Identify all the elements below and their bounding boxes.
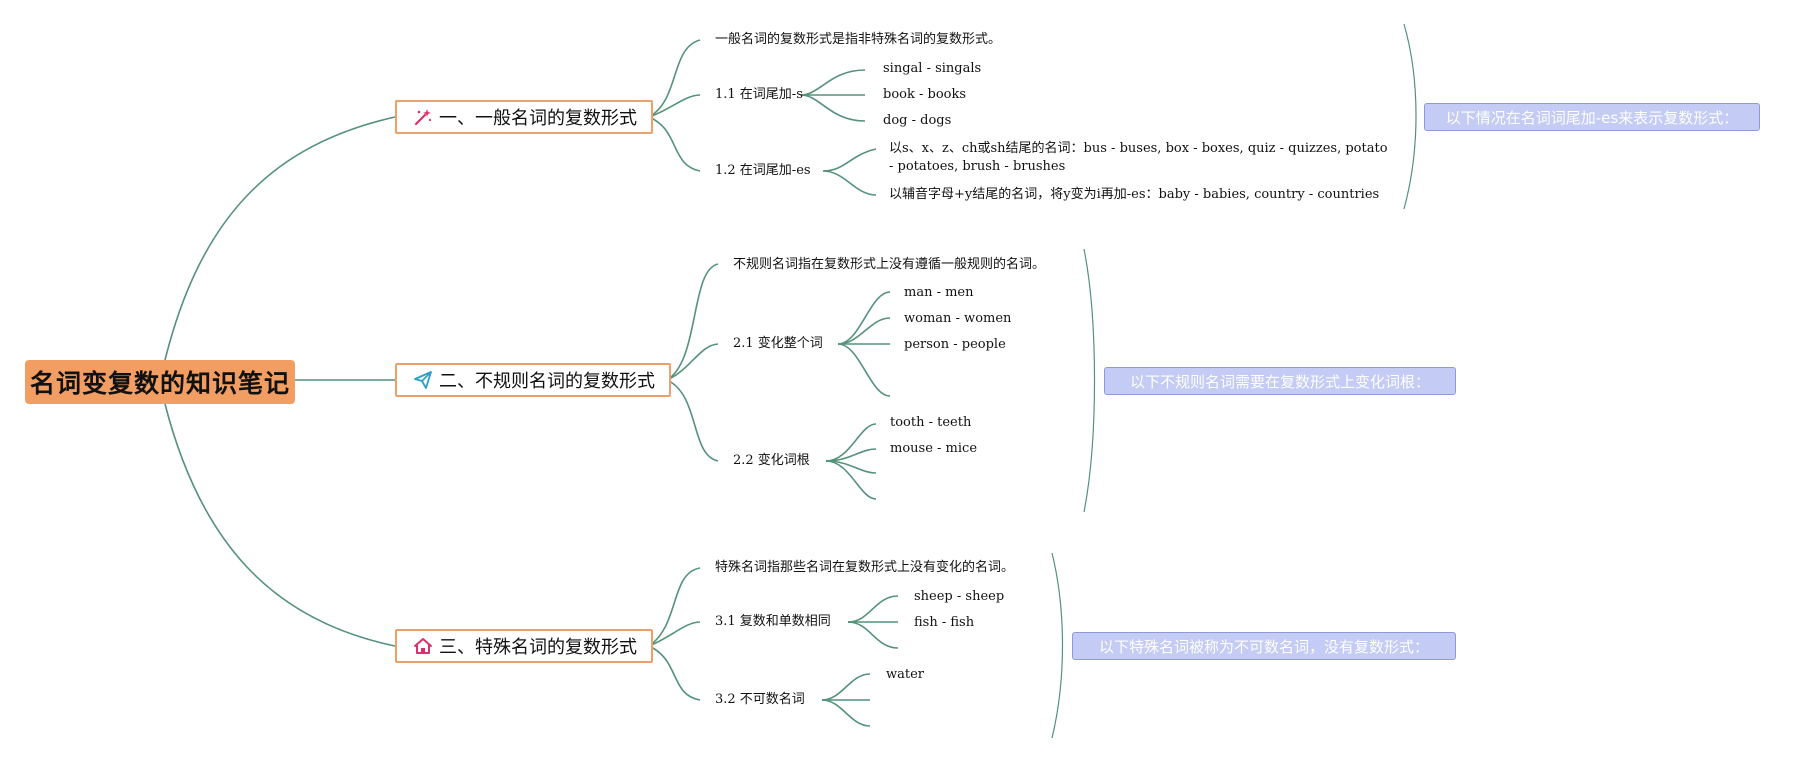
- topic-label: 一、一般名词的复数形式: [439, 108, 637, 129]
- topic-special-nouns[interactable]: 三、特殊名词的复数形式: [395, 629, 653, 663]
- example-item[interactable]: mouse - mice: [890, 441, 978, 456]
- example-item[interactable]: book - books: [883, 87, 967, 102]
- connector: [666, 343, 719, 381]
- connector: [825, 460, 877, 500]
- connector: [648, 645, 701, 701]
- home-icon: [413, 636, 433, 656]
- topic-label: 二、不规则名词的复数形式: [439, 371, 655, 392]
- example-item[interactable]: water: [886, 667, 925, 682]
- connector: [847, 595, 899, 623]
- subtopic[interactable]: 3.2 不可数名词: [715, 692, 805, 707]
- connector: [837, 291, 891, 345]
- example-item[interactable]: tooth - teeth: [890, 415, 972, 430]
- connector: [837, 317, 891, 345]
- subtopic[interactable]: 1.1 在词尾加-s: [715, 87, 803, 102]
- example-item[interactable]: man - men: [904, 285, 974, 300]
- topic-general-nouns[interactable]: 一、一般名词的复数形式: [395, 100, 653, 134]
- connector: [648, 567, 701, 647]
- subtopic[interactable]: 1.2 在词尾加-es: [715, 163, 811, 178]
- connector: [847, 621, 899, 649]
- summary-brace: [1083, 248, 1096, 513]
- subtopic[interactable]: 2.1 变化整个词: [733, 336, 823, 351]
- connector: [837, 343, 891, 397]
- summary-box[interactable]: 以下情况在名词词尾加-es来表示复数形式：: [1424, 103, 1760, 131]
- connector: [800, 94, 866, 122]
- topic-irregular-nouns[interactable]: 二、不规则名词的复数形式: [395, 363, 671, 397]
- connector: [164, 403, 396, 647]
- connector: [648, 621, 701, 647]
- example-item[interactable]: fish - fish: [914, 615, 975, 630]
- example-item[interactable]: singal - singals: [883, 61, 982, 76]
- example-item[interactable]: person - people: [904, 337, 1006, 352]
- example-item[interactable]: 以s、x、z、ch或sh结尾的名词：bus - buses, box - box…: [889, 141, 1388, 174]
- example-item[interactable]: woman - women: [904, 311, 1012, 326]
- magic-wand-icon: [413, 107, 433, 127]
- summary-brace: [1051, 552, 1064, 739]
- example-item[interactable]: sheep - sheep: [914, 589, 1005, 604]
- example-item[interactable]: 以辅音字母+y结尾的名词，将y变为i再加-es：baby - babies, c…: [889, 187, 1380, 202]
- connector: [822, 170, 877, 196]
- connector: [666, 263, 719, 381]
- description[interactable]: 不规则名词指在复数形式上没有遵循一般规则的名词。: [733, 257, 1046, 272]
- connector: [648, 39, 701, 118]
- connector: [821, 699, 871, 727]
- connector: [666, 379, 719, 462]
- connector: [648, 94, 701, 118]
- summary-brace: [1403, 23, 1417, 210]
- description[interactable]: 特殊名词指那些名词在复数形式上没有变化的名词。: [715, 560, 1015, 575]
- connector: [822, 148, 877, 172]
- subtopic[interactable]: 2.2 变化词根: [733, 453, 810, 468]
- paper-plane-icon: [413, 370, 433, 390]
- connector: [648, 116, 701, 172]
- root-topic[interactable]: 名词变复数的知识笔记: [25, 360, 295, 404]
- connector: [821, 673, 871, 701]
- topic-label: 三、特殊名词的复数形式: [439, 637, 637, 658]
- connector: [164, 116, 396, 361]
- description[interactable]: 一般名词的复数形式是指非特殊名词的复数形式。: [715, 32, 1002, 47]
- subtopic[interactable]: 3.1 复数和单数相同: [715, 614, 831, 629]
- summary-box[interactable]: 以下特殊名词被称为不可数名词，没有复数形式：: [1072, 632, 1456, 660]
- example-item[interactable]: dog - dogs: [883, 113, 952, 128]
- summary-box[interactable]: 以下不规则名词需要在复数形式上变化词根：: [1104, 367, 1456, 395]
- connector: [800, 69, 866, 96]
